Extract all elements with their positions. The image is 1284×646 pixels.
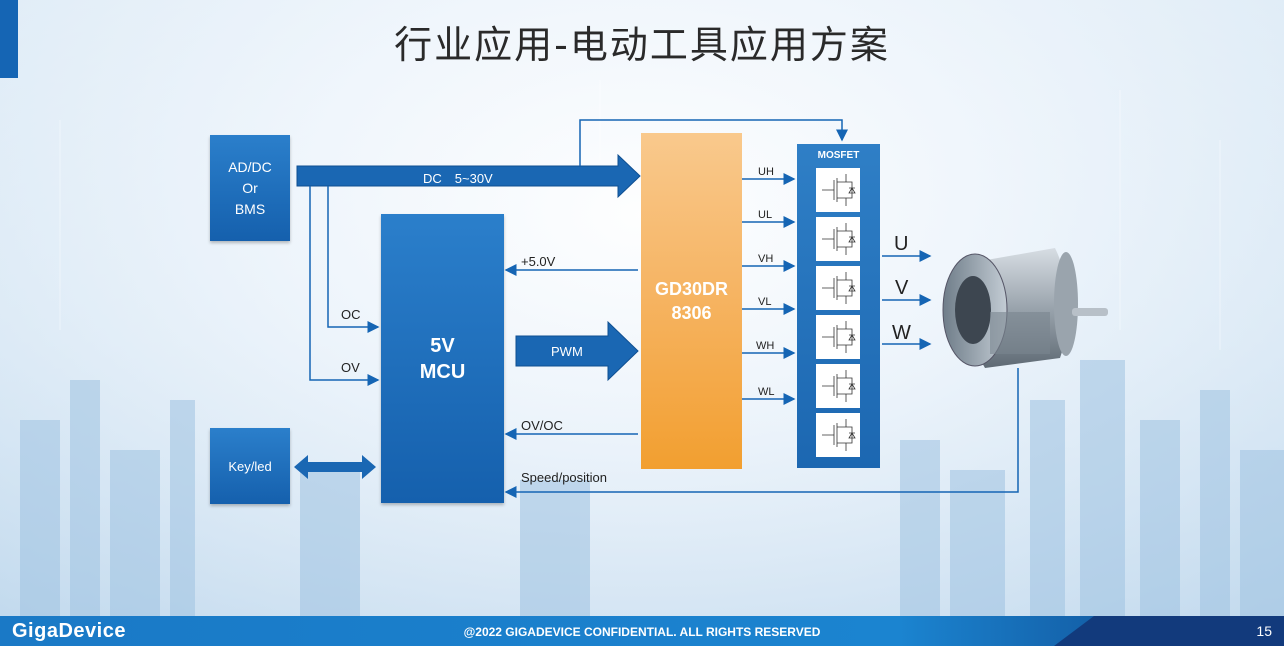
gate-label-uh: UH [758, 166, 774, 178]
driver-line-2: 8306 [671, 303, 712, 323]
motor-image [942, 248, 1108, 368]
speed-feedback-line [504, 368, 1019, 498]
oc-line [327, 186, 380, 333]
mosfet-title: MOSFET [817, 150, 860, 161]
mosfet-symbols [816, 168, 860, 457]
power-source-block: AD/DC Or BMS [210, 135, 290, 241]
phase-label-w: W [892, 322, 911, 344]
oc-label: OC [341, 307, 361, 322]
gate-label-vh: VH [758, 253, 774, 265]
mosfet-cell [816, 364, 860, 408]
mosfet-cell [816, 315, 860, 359]
gate-label-vl: VL [758, 296, 772, 308]
dc-power-arrow [296, 153, 641, 199]
pwm-label: PWM [551, 344, 583, 359]
source-line-1: AD/DC [228, 158, 272, 175]
gate-label-ul: UL [758, 209, 773, 221]
dc-label: DC 5~30V [423, 171, 493, 186]
key-led-block: Key/led [210, 428, 290, 504]
mcu-block: 5V MCU [381, 214, 504, 503]
ov-label: OV [341, 360, 360, 375]
driver-block: GD30DR 8306 [641, 133, 742, 469]
gate-label-wh: WH [756, 340, 775, 352]
plus5v-label: +5.0V [521, 254, 556, 269]
source-line-2: Or [242, 179, 258, 196]
phase-label-v: V [895, 277, 909, 299]
slide-title: 行业应用-电动工具应用方案 [394, 23, 890, 67]
gate-label-wl: WL [758, 386, 775, 398]
speed-label: Speed/position [521, 470, 608, 485]
mosfet-cell [816, 168, 860, 212]
footer-dark-band [1054, 616, 1284, 646]
ovoc-label: OV/OC [521, 418, 563, 433]
city-backdrop [20, 360, 1284, 616]
phase-label-u: U [894, 233, 909, 255]
dc-to-mosfet-line [579, 119, 848, 166]
connection-lines [294, 119, 1019, 498]
mosfet-cell [816, 266, 860, 310]
source-line-3: BMS [234, 200, 266, 217]
mcu-line-1: 5V [430, 334, 455, 357]
ov-line [309, 186, 380, 386]
confidential-notice: @2022 GIGADEVICE CONFIDENTIAL. ALL RIGHT… [463, 625, 821, 639]
mosfet-cell [816, 413, 860, 457]
mcu-line-2: MCU [419, 360, 466, 383]
mosfet-cell [816, 217, 860, 261]
key-led-label: Key/led [228, 458, 272, 474]
driver-line-1: GD30DR [654, 279, 729, 299]
key-double-arrow [294, 455, 376, 479]
page-number: 15 [1256, 623, 1272, 639]
pwm-arrow [515, 320, 639, 382]
gigadevice-logo: GigaDevice [12, 620, 126, 642]
corner-accent-bar [0, 0, 18, 78]
footer-bar: GigaDevice @2022 GIGADEVICE CONFIDENTIAL… [0, 616, 1284, 646]
